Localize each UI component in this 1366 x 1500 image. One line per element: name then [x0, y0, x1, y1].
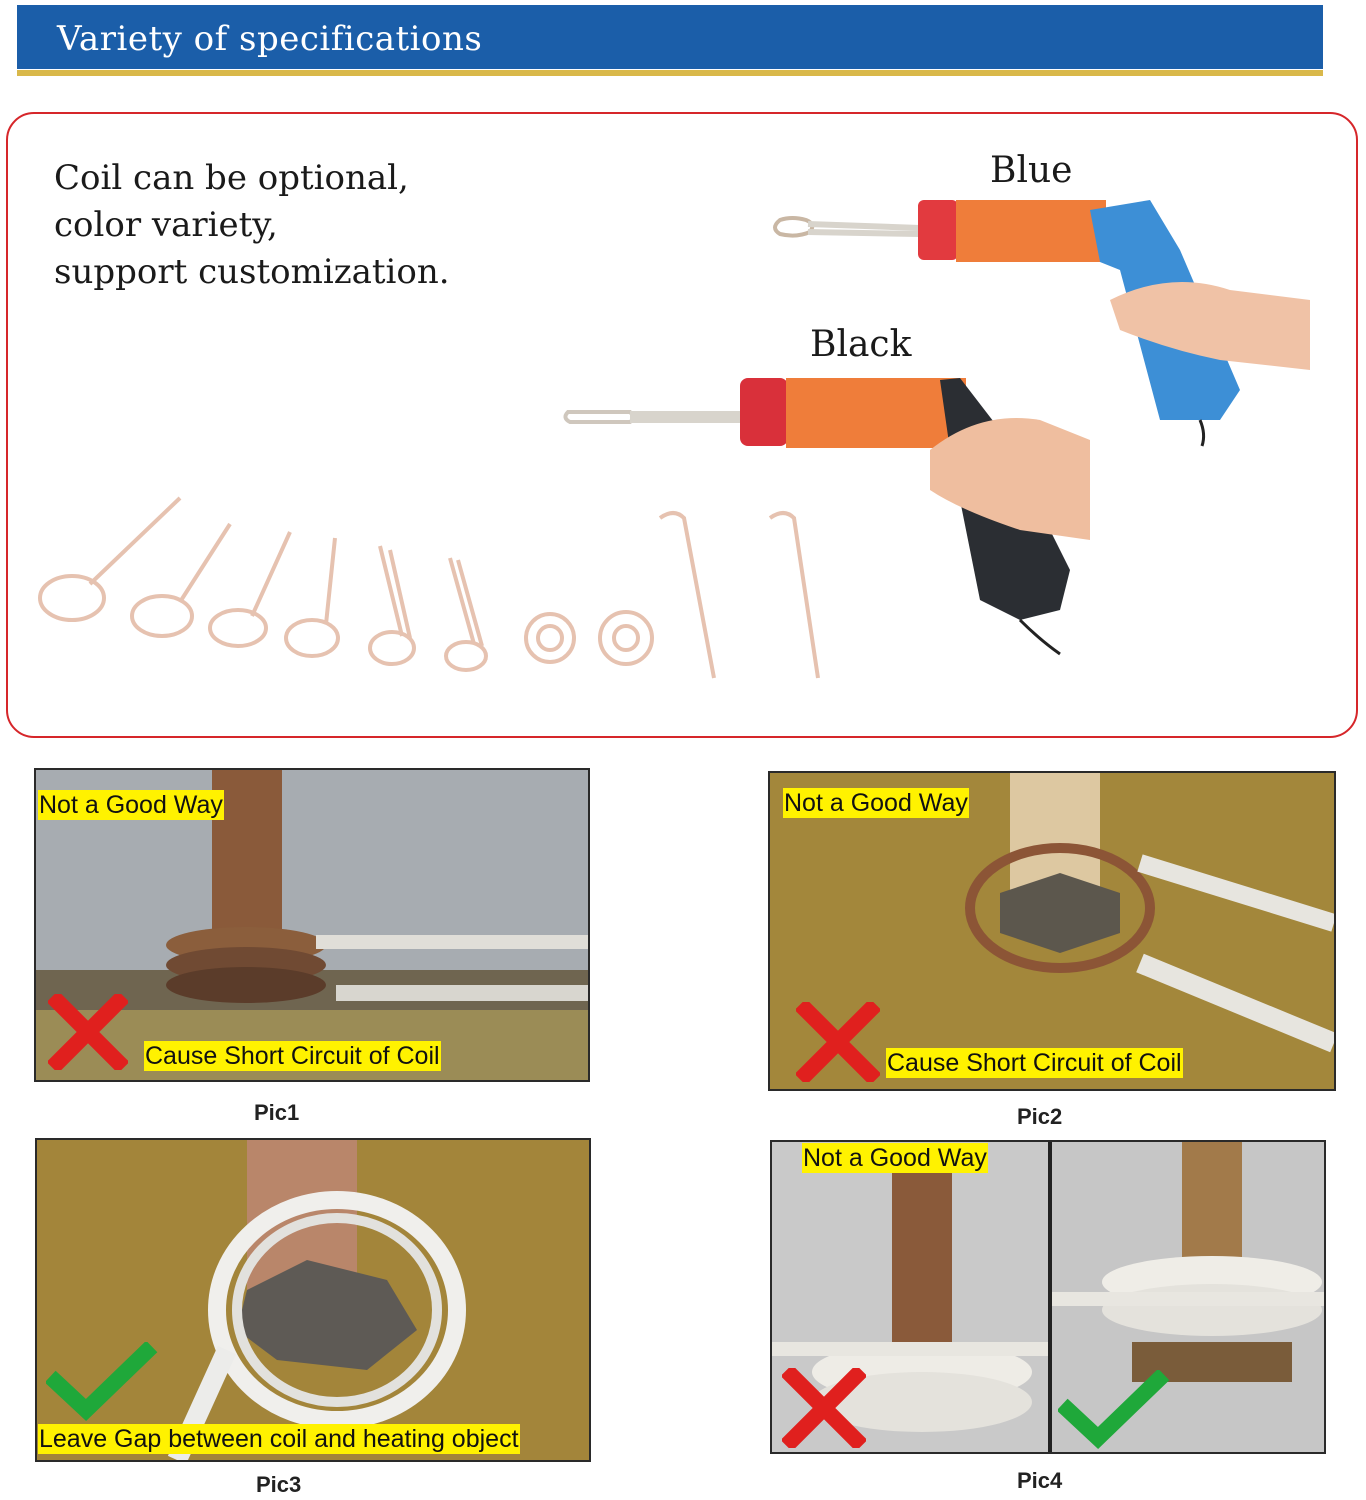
spec-line-1: Coil can be optional,	[54, 158, 409, 198]
color-label-blue: Blue	[990, 150, 1073, 191]
pic1-warning-label: Not a Good Way	[38, 790, 224, 820]
cross-icon	[796, 1002, 880, 1082]
pic1-photo	[34, 768, 590, 1082]
check-icon	[1058, 1370, 1170, 1450]
pic3-caption: Pic3	[256, 1472, 302, 1497]
pic2-result-label: Cause Short Circuit of Coil	[886, 1048, 1183, 1078]
header-divider	[17, 70, 1323, 76]
pic2-warning-label: Not a Good Way	[783, 788, 969, 818]
page-title: Variety of specifications	[57, 19, 483, 59]
check-icon	[46, 1342, 158, 1422]
pic2-caption: Pic2	[1017, 1104, 1063, 1129]
spec-line-2: color variety,	[54, 205, 278, 245]
coil-set-image	[38, 496, 820, 679]
blue-heater-image	[773, 200, 1310, 447]
pic4-caption: Pic4	[1017, 1468, 1063, 1493]
pic3-photo	[35, 1138, 591, 1462]
pic4-warning-label: Not a Good Way	[802, 1143, 988, 1173]
pic2-photo	[768, 771, 1336, 1091]
header-bar: Variety of specifications	[17, 5, 1323, 69]
pic3-result-label: Leave Gap between coil and heating objec…	[38, 1424, 520, 1454]
black-heater-image	[563, 378, 1090, 656]
cross-icon	[48, 994, 128, 1070]
pic1-result-label: Cause Short Circuit of Coil	[144, 1041, 441, 1071]
cross-icon	[782, 1368, 866, 1448]
color-label-black: Black	[810, 324, 912, 365]
spec-line-3: support customization.	[54, 252, 450, 292]
pic1-caption: Pic1	[254, 1100, 300, 1125]
